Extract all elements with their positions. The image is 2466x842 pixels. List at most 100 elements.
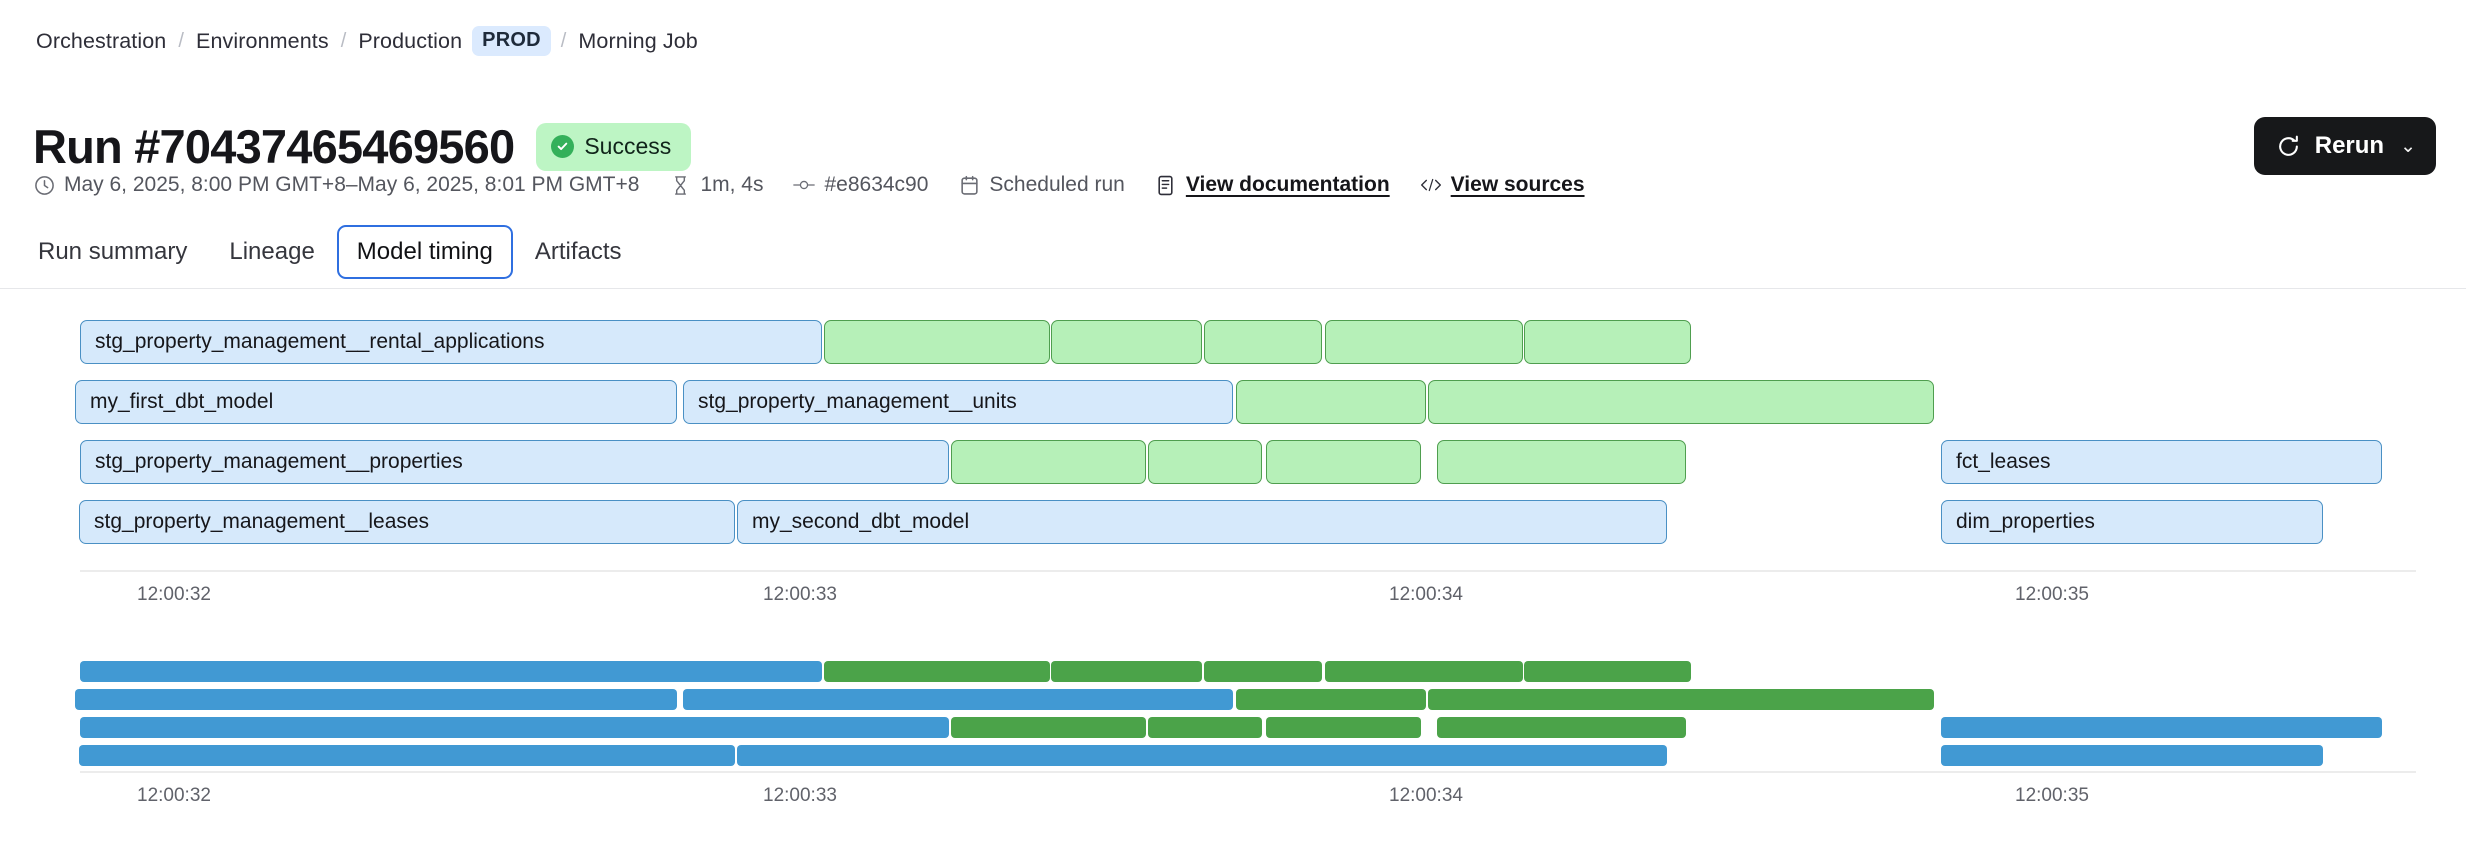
breadcrumb-item-production[interactable]: Production bbox=[358, 28, 463, 53]
overview-row bbox=[0, 717, 2466, 738]
overview-bar[interactable] bbox=[80, 661, 822, 682]
view-documentation-link[interactable]: View documentation bbox=[1185, 173, 1390, 196]
gantt-bar-label: dim_properties bbox=[1956, 510, 2095, 533]
tab-run-summary[interactable]: Run summary bbox=[38, 238, 188, 265]
gantt-bar-test-step[interactable] bbox=[1051, 320, 1202, 364]
breadcrumb-separator: / bbox=[178, 29, 185, 52]
meta-timerange: May 6, 2025, 8:00 PM GMT+8–May 6, 2025, … bbox=[33, 173, 639, 197]
overview-bar[interactable] bbox=[1325, 661, 1523, 682]
gantt-rows: stg_property_management__rental_applicat… bbox=[0, 300, 2466, 568]
overview-bar[interactable] bbox=[1524, 661, 1691, 682]
overview-bar[interactable] bbox=[1428, 689, 1934, 710]
timing-overview[interactable]: 12:00:32 12:00:33 12:00:34 12:00:35 bbox=[0, 648, 2466, 806]
tab-lineage[interactable]: Lineage bbox=[229, 238, 315, 265]
overview-bar[interactable] bbox=[1204, 661, 1322, 682]
overview-bar[interactable] bbox=[1051, 661, 1202, 682]
overview-bar[interactable] bbox=[79, 745, 735, 766]
gantt-bar-stg_property_management__leases[interactable]: stg_property_management__leases bbox=[79, 500, 735, 544]
overview-axis-tick: 12:00:34 bbox=[1389, 785, 1463, 806]
page-title: Run #70437465469560 bbox=[33, 120, 515, 174]
overview-bar[interactable] bbox=[75, 689, 677, 710]
chevron-down-icon[interactable]: ⌄ bbox=[2400, 135, 2416, 157]
gantt-bar-test-step[interactable] bbox=[1204, 320, 1322, 364]
meta-timerange-label: May 6, 2025, 8:00 PM GMT+8–May 6, 2025, … bbox=[64, 173, 640, 196]
gantt-bar-test-step[interactable] bbox=[1437, 440, 1686, 484]
overview-bar[interactable] bbox=[951, 717, 1146, 738]
overview-axis-rule bbox=[80, 771, 2416, 773]
overview-axis-tick: 12:00:35 bbox=[2015, 785, 2089, 806]
gantt-bar-test-step[interactable] bbox=[824, 320, 1050, 364]
overview-axis-tick: 12:00:32 bbox=[137, 785, 211, 806]
gantt-bar-label: fct_leases bbox=[1956, 450, 2051, 473]
view-sources-link[interactable]: View sources bbox=[1450, 173, 1585, 196]
gantt-bar-test-step[interactable] bbox=[1266, 440, 1421, 484]
gantt-row: stg_property_management__properties fct_l… bbox=[0, 440, 2466, 484]
tab-artifacts[interactable]: Artifacts bbox=[534, 238, 622, 265]
overview-bar[interactable] bbox=[1437, 717, 1686, 738]
tabs-divider bbox=[0, 288, 2466, 289]
overview-bar[interactable] bbox=[80, 717, 949, 738]
gantt-bar-fct_leases[interactable]: fct_leases bbox=[1941, 440, 2382, 484]
git-commit-icon bbox=[793, 174, 816, 196]
overview-rows[interactable] bbox=[0, 648, 2466, 766]
overview-row bbox=[0, 689, 2466, 710]
run-meta: May 6, 2025, 8:00 PM GMT+8–May 6, 2025, … bbox=[33, 173, 1615, 197]
overview-axis-tick: 12:00:33 bbox=[763, 785, 837, 806]
meta-sources[interactable]: View sources bbox=[1420, 173, 1585, 197]
overview-bar[interactable] bbox=[1148, 717, 1262, 738]
meta-commit: #e8634c90 bbox=[793, 173, 928, 197]
gantt-bar-my_first_dbt_model[interactable]: my_first_dbt_model bbox=[75, 380, 677, 424]
rerun-label: Rerun bbox=[2314, 132, 2385, 159]
gantt-axis-tick: 12:00:35 bbox=[2015, 584, 2089, 605]
breadcrumb-separator: / bbox=[560, 29, 567, 52]
gantt-bar-label: stg_property_management__units bbox=[698, 390, 1017, 413]
gantt-bar-test-step[interactable] bbox=[1148, 440, 1262, 484]
book-icon bbox=[1155, 174, 1177, 196]
breadcrumb-item-orchestration[interactable]: Orchestration bbox=[36, 28, 167, 53]
gantt-bar-stg_property_management__units[interactable]: stg_property_management__units bbox=[683, 380, 1233, 424]
gantt-bar-label: stg_property_management__leases bbox=[94, 510, 430, 533]
gantt-row: my_first_dbt_model stg_property_managemen… bbox=[0, 380, 2466, 424]
gantt-bar-test-step[interactable] bbox=[951, 440, 1146, 484]
tab-model-timing[interactable]: Model timing bbox=[336, 225, 513, 280]
status-badge: Success bbox=[536, 122, 692, 171]
gantt-bar-label: my_second_dbt_model bbox=[752, 510, 970, 533]
gantt-bar-test-step[interactable] bbox=[1428, 380, 1934, 424]
gantt-bar-test-step[interactable] bbox=[1236, 380, 1426, 424]
gantt-axis-rule bbox=[80, 570, 2416, 572]
refresh-icon bbox=[2276, 134, 2301, 159]
code-icon bbox=[1420, 174, 1442, 196]
overview-bar[interactable] bbox=[683, 689, 1233, 710]
overview-bar[interactable] bbox=[824, 661, 1050, 682]
meta-duration-label: 1m, 4s bbox=[700, 173, 764, 196]
gantt-bar-dim_properties[interactable]: dim_properties bbox=[1941, 500, 2323, 544]
gantt-bar-test-step[interactable] bbox=[1524, 320, 1691, 364]
meta-documentation[interactable]: View documentation bbox=[1155, 173, 1390, 197]
gantt-bar-stg_property_management__properties[interactable]: stg_property_management__properties bbox=[80, 440, 949, 484]
breadcrumb-env-badge[interactable]: PROD bbox=[472, 26, 551, 56]
gantt-axis-tick: 12:00:33 bbox=[763, 584, 837, 605]
breadcrumb-item-environments[interactable]: Environments bbox=[196, 28, 329, 53]
meta-trigger-label: Scheduled run bbox=[989, 173, 1125, 196]
breadcrumb-item-morning-job: Morning Job bbox=[578, 28, 698, 53]
tab-bar: Run summary Lineage Model timing Artifacts bbox=[18, 225, 642, 280]
gantt-bar-test-step[interactable] bbox=[1325, 320, 1523, 364]
overview-bar[interactable] bbox=[1266, 717, 1421, 738]
overview-bar[interactable] bbox=[1236, 689, 1426, 710]
rerun-button[interactable]: Rerun ⌄ bbox=[2253, 117, 2436, 175]
calendar-icon bbox=[958, 174, 980, 196]
overview-bar[interactable] bbox=[1941, 717, 2382, 738]
overview-bar[interactable] bbox=[737, 745, 1667, 766]
meta-trigger: Scheduled run bbox=[958, 173, 1125, 197]
gantt-bar-my_second_dbt_model[interactable]: my_second_dbt_model bbox=[737, 500, 1667, 544]
clock-icon bbox=[33, 174, 55, 196]
overview-row bbox=[0, 745, 2466, 766]
overview-row bbox=[0, 661, 2466, 682]
breadcrumb: Orchestration / Environments / Production PRO… bbox=[34, 26, 700, 56]
gantt-axis-tick: 12:00:32 bbox=[137, 584, 211, 605]
overview-bar[interactable] bbox=[1941, 745, 2323, 766]
meta-commit-label: #e8634c90 bbox=[824, 173, 929, 196]
gantt-bar-stg_property_management__rental_applications[interactable]: stg_property_management__rental_applicat… bbox=[80, 320, 822, 364]
gantt-bar-label: stg_property_management__rental_applicat… bbox=[95, 330, 545, 353]
